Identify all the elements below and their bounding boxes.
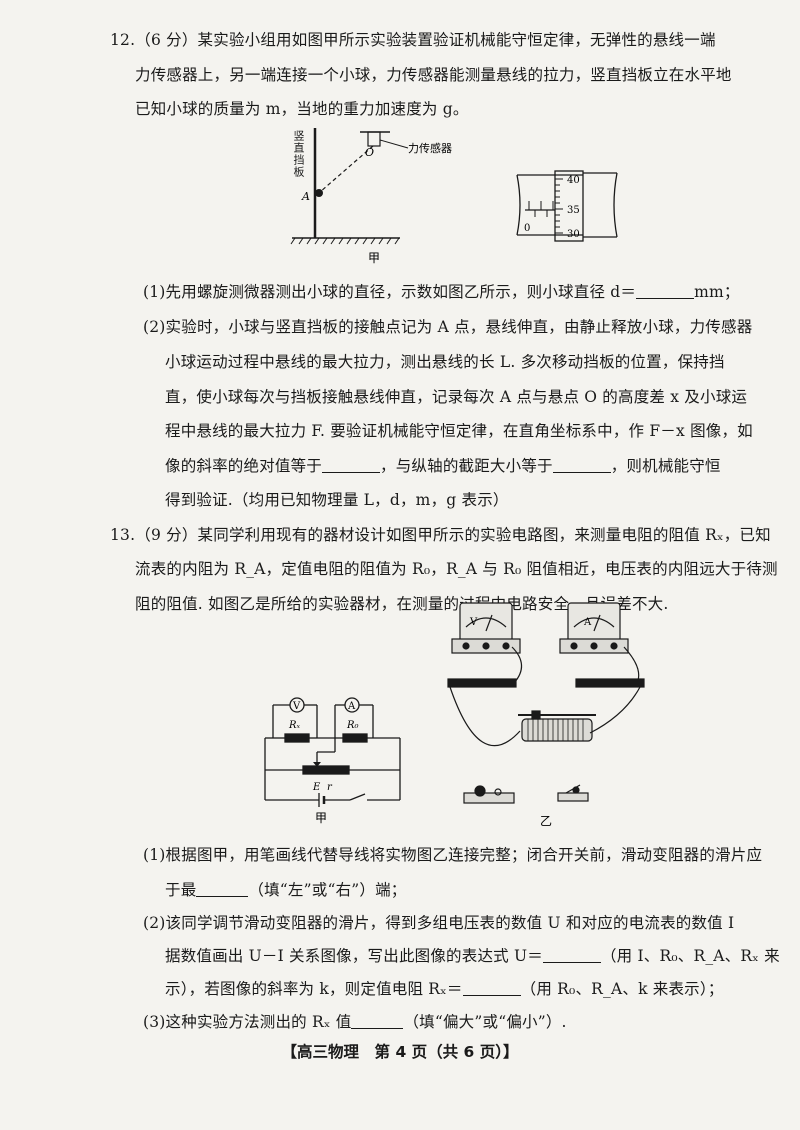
- answer-blank-slider-end[interactable]: [196, 882, 249, 897]
- internal-r-label: r: [327, 782, 333, 793]
- r0-label: R₀: [346, 720, 359, 731]
- q12-sub2-line-2: 小球运动过程中悬线的最大拉力，测出悬线的长 L. 多次移动挡板的位置，保持挡: [165, 353, 725, 371]
- q13-sub2-line-2b: （用 I、R₀、R_A、Rₓ 来: [600, 947, 780, 965]
- voltmeter-symbol: V: [292, 701, 301, 712]
- q12-sub2-line-3: 直，使小球每次与挡板接触悬线伸直，记录每次 A 点与悬点 O 的高度差 x 及小…: [165, 388, 748, 406]
- q12-sub2-line-6: 得到验证.（均用已知物理量 L，d，m，g 表示）: [165, 491, 509, 509]
- q13-sub2-line-3a: 示），若图像的斜率为 k，则定值电阻 Rₓ＝: [165, 980, 463, 998]
- answer-blank-intercept[interactable]: [552, 458, 611, 473]
- figure-pendulum-setup: O A 力传感器 甲: [290, 128, 452, 265]
- answer-blank-bias[interactable]: [351, 1014, 404, 1029]
- equip-ammeter-symbol: A: [583, 617, 592, 628]
- q12-sub2-line-4: 程中悬线的最大拉力 F. 要验证机械能守恒定律，在直角坐标系中，作 F－x 图像…: [165, 422, 753, 440]
- q12-sub2-line-5c: ，则机械能守恒: [610, 457, 721, 475]
- equip-voltmeter-symbol: V: [469, 617, 478, 628]
- figure-caption-jia: 甲: [368, 251, 380, 265]
- scale-30: 30: [567, 229, 580, 240]
- q13-sub1-line-2a: 于最: [165, 881, 197, 899]
- board-label: 竖直挡板: [292, 130, 305, 178]
- q13-sub3: (3)这种实验方法测出的 Rₓ 值 （填“偏大”或“偏小”）.: [143, 1012, 567, 1032]
- q12-line-1: 12.（6 分）某实验小组用如图甲所示实验装置验证机械能守恒定律，无弹性的悬线一…: [110, 31, 716, 49]
- scale-35: 35: [567, 205, 580, 216]
- q13-sub3-a: (3)这种实验方法测出的 Rₓ 值: [143, 1013, 352, 1031]
- q12-sub1: (1)先用螺旋测微器测出小球的直径，示数如图乙所示，则小球直径 d＝ mm；: [143, 282, 740, 302]
- q13-sub1-line-2b: （填“左”或“右”）端；: [248, 881, 407, 899]
- figure-circuit-diagram: V A Rₓ R₀ E r 甲: [264, 697, 401, 825]
- figure-micrometer: 40 35 30 0: [516, 170, 618, 242]
- equipment-caption-yi: 乙: [540, 814, 552, 828]
- q13-sub2-line-2: 据数值画出 U－I 关系图像，写出此图像的表达式 U＝ （用 I、R₀、R_A、R…: [165, 946, 780, 966]
- ammeter-symbol: A: [347, 701, 356, 712]
- q12-sub2-line-1: (2)实验时，小球与竖直挡板的接触点记为 A 点，悬线伸直，由静止释放小球，力传…: [143, 318, 753, 336]
- q13-sub2-line-2a: 据数值画出 U－I 关系图像，写出此图像的表达式 U＝: [165, 947, 543, 965]
- answer-blank-expression[interactable]: [542, 948, 601, 963]
- answer-blank-diameter[interactable]: [636, 284, 695, 299]
- answer-blank-rx[interactable]: [462, 981, 521, 996]
- q13-sub2-line-3: 示），若图像的斜率为 k，则定值电阻 Rₓ＝ （用 R₀、R_A、k 来表示）；: [165, 979, 724, 999]
- answer-blank-slope[interactable]: [322, 458, 381, 473]
- rx-label: Rₓ: [288, 720, 301, 731]
- q13-sub1-line-2: 于最 （填“左”或“右”）端；: [165, 880, 407, 900]
- page-footer: 【高三物理 第 4 页（共 6 页）】: [281, 1043, 519, 1061]
- q12-sub1-unit: mm；: [694, 283, 740, 301]
- main-scale-zero: 0: [524, 223, 530, 234]
- figure-equipment: V A 乙: [447, 602, 645, 828]
- point-a-label: A: [301, 190, 310, 203]
- circuit-caption-jia: 甲: [315, 811, 327, 825]
- sensor-label: 力传感器: [408, 142, 452, 155]
- q13-sub2-line-3b: （用 R₀、R_A、k 来表示）；: [520, 980, 724, 998]
- q12-sub2-line-5b: ，与纵轴的截距大小等于: [380, 457, 553, 475]
- q13-line-1: 13.（9 分）某同学利用现有的器材设计如图甲所示的实验电路图，来测量电阻的阻值…: [110, 526, 771, 544]
- q13-line-3: 阻的阻值. 如图乙是所给的实验器材，在测量的过程中电路安全，且误差不大.: [135, 595, 669, 613]
- q12-sub1-text: (1)先用螺旋测微器测出小球的直径，示数如图乙所示，则小球直径 d＝: [143, 283, 637, 301]
- q13-sub3-b: （填“偏大”或“偏小”）.: [403, 1013, 567, 1031]
- q12-sub2-line-5a: 像的斜率的绝对值等于: [165, 457, 323, 475]
- q13-sub1-line-1: (1)根据图甲，用笔画线代替导线将实物图乙连接完整；闭合开关前，滑动变阻器的滑片…: [143, 846, 763, 864]
- q13-sub2-line-1: (2)该同学调节滑动变阻器的滑片，得到多组电压表的数值 U 和对应的电流表的数值…: [143, 914, 735, 932]
- q12-sub2-line-5: 像的斜率的绝对值等于 ，与纵轴的截距大小等于 ，则机械能守恒: [165, 456, 721, 476]
- q12-line-3: 已知小球的质量为 m，当地的重力加速度为 g。: [135, 100, 469, 118]
- point-o-label: O: [365, 146, 374, 159]
- q13-line-2: 流表的内阻为 R_A，定值电阻的阻值为 R₀，R_A 与 R₀ 阻值相近，电压表…: [135, 560, 778, 578]
- emf-label: E: [312, 782, 321, 793]
- scale-40: 40: [567, 175, 580, 186]
- q12-line-2: 力传感器上，另一端连接一个小球，力传感器能测量悬线的拉力，竖直挡板立在水平地: [135, 66, 732, 84]
